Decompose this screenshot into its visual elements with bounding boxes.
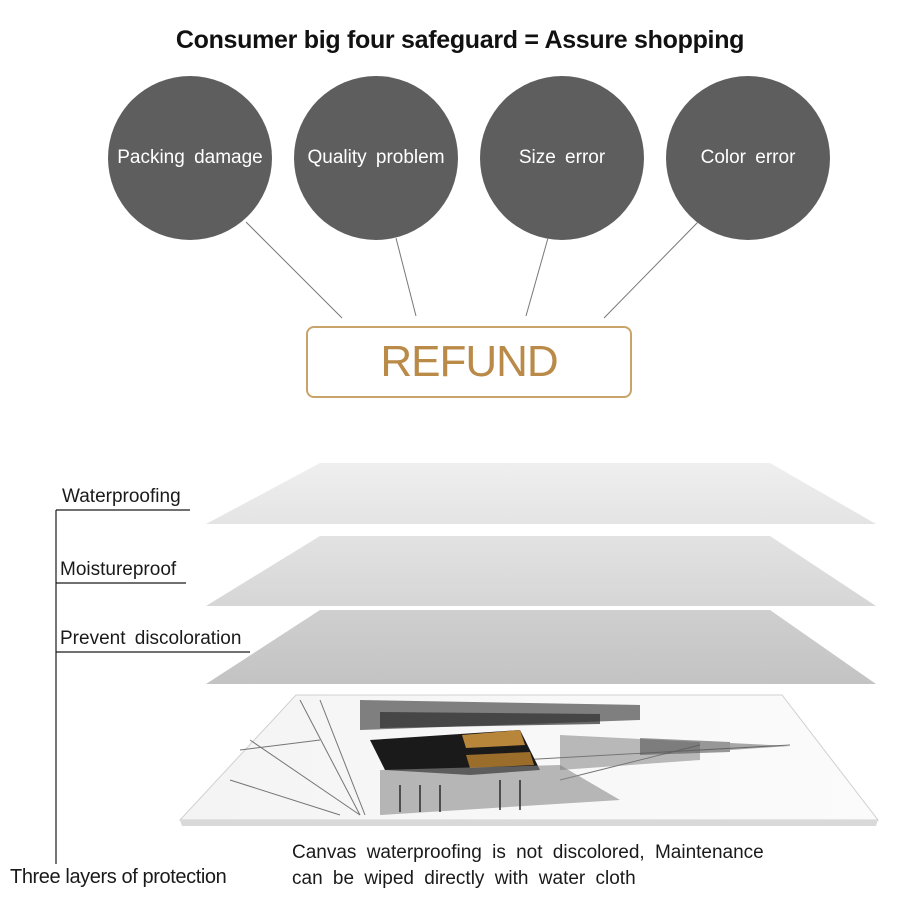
safeguard-quality-problem: Quality problem: [294, 76, 458, 240]
layer-sheet-moistureproof: [206, 536, 876, 606]
caption-line-2: can be wiped directly with water cloth: [292, 868, 636, 889]
layer-label-moistureproof: Moistureproof: [60, 559, 177, 580]
connector-line-1: [245, 221, 343, 319]
refund-badge: REFUND: [306, 326, 632, 398]
caption-line-1: Canvas waterproofing is not discolored, …: [292, 842, 764, 863]
connector-line-3: [525, 237, 549, 317]
layer-label-waterproofing: Waterproofing: [62, 486, 181, 507]
protection-summary: Three layers of protection: [10, 866, 227, 888]
page-title: Consumer big four safeguard = Assure sho…: [175, 26, 745, 54]
safeguard-packing-damage: Packing damage: [108, 76, 272, 240]
connector-line-4: [603, 221, 699, 319]
safeguard-color-error: Color error: [666, 76, 830, 240]
safeguard-size-error: Size error: [480, 76, 644, 240]
layer-bracket: [55, 509, 250, 864]
layer-sheet-waterproofing: [206, 463, 876, 524]
layer-label-prevent-discoloration: Prevent discoloration: [60, 628, 242, 649]
canvas-caption: Canvas waterproofing is not discolored, …: [292, 840, 764, 892]
canvas-print-illustration: [178, 694, 880, 826]
layer-sheet-prevent-discoloration: [206, 610, 876, 684]
connector-line-2: [395, 237, 417, 317]
